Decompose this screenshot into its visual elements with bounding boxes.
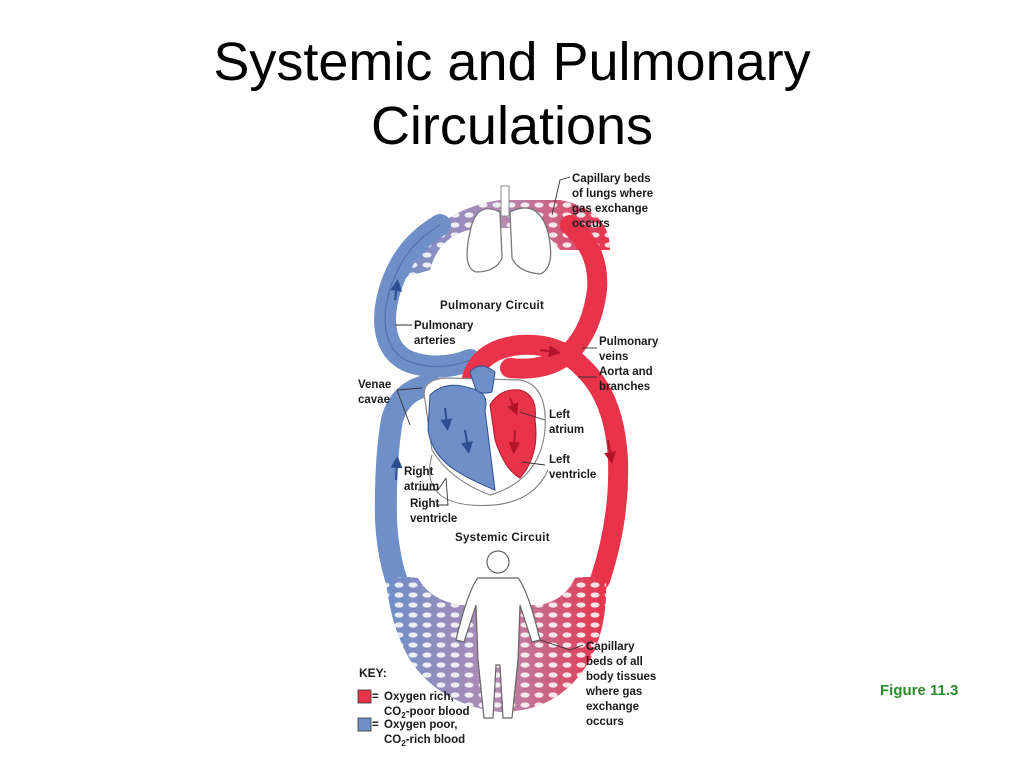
slide-title-line-1: Systemic and Pulmonary [213, 32, 811, 92]
figure-caption: Figure 11.3 [880, 682, 959, 699]
pulmonary-circuit-label: Pulmonary Circuit [440, 300, 544, 312]
label-capillary-lungs: Capillary beds of lungs where gas exchan… [572, 173, 656, 230]
key-swatch-oxygen-poor [357, 717, 372, 732]
leader-lines [395, 176, 597, 651]
left-heart-chambers [489, 389, 537, 479]
systemic-circuit-label: Systemic Circuit [455, 532, 550, 544]
label-right-ventricle: Right ventricle [410, 498, 457, 525]
label-aorta: Aorta and branches [599, 366, 656, 393]
label-left-atrium: Left atrium [549, 409, 584, 436]
heart [423, 365, 546, 496]
key-title: KEY: [359, 666, 387, 680]
human-figure-icon [455, 550, 541, 719]
key-swatch-oxygen-rich [357, 689, 372, 704]
key-label-oxygen-poor: Oxygen poor, CO2-rich blood [384, 719, 465, 748]
key-legend: KEY: = Oxygen rich, CO2-poor blood = Oxy… [357, 666, 470, 748]
aorta-vessel [460, 334, 629, 590]
right-heart-chambers [427, 384, 496, 491]
svg-text:=: = [372, 719, 379, 731]
label-right-atrium: Right atrium [404, 466, 439, 493]
venae-cavae-vessel [374, 374, 441, 601]
label-pulmonary-veins: Pulmonary veins [599, 336, 662, 363]
label-pulmonary-arteries: Pulmonary arteries [414, 320, 477, 347]
key-label-oxygen-rich: Oxygen rich, CO2-poor blood [384, 691, 470, 720]
label-venae-cavae: Venae cavae [358, 379, 394, 406]
label-capillary-body: Capillary beds of all body tissues where… [585, 641, 660, 728]
label-left-ventricle: Left ventricle [549, 454, 596, 481]
svg-text:=: = [372, 691, 379, 703]
slide-title-line-2: Circulations [370, 96, 654, 156]
slide-title: Systemic and Pulmonary Circulations [0, 30, 1024, 158]
pulmonary-veins-vessel [500, 215, 608, 379]
lungs-icon [466, 185, 552, 275]
